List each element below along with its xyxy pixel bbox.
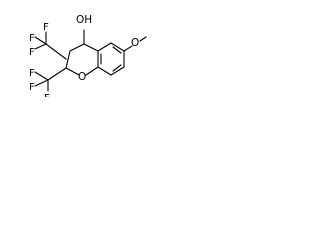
benzene-ring — [97, 42, 125, 76]
svg-text:F: F — [29, 33, 35, 44]
methoxy-oxygen-label: O — [131, 37, 139, 49]
svg-text:F: F — [43, 22, 49, 33]
hydroxyl-label: OH — [76, 14, 92, 26]
svg-text:F: F — [29, 82, 35, 93]
molecule-drawing: OH O O F F F F F F — [29, 14, 147, 97]
pyran-ring — [65, 43, 99, 76]
methyl-bond — [139, 36, 147, 42]
lower-cf3-group: F F F — [29, 67, 67, 97]
methoxy-bond — [123, 45, 133, 52]
upper-cf3-group: F F F — [29, 22, 67, 60]
svg-text:F: F — [29, 68, 35, 79]
svg-text:F: F — [29, 47, 35, 58]
ring-oxygen-label: O — [78, 71, 86, 83]
chemical-structure: OH O O F F F F F F — [0, 0, 149, 97]
svg-text:F: F — [44, 93, 50, 97]
